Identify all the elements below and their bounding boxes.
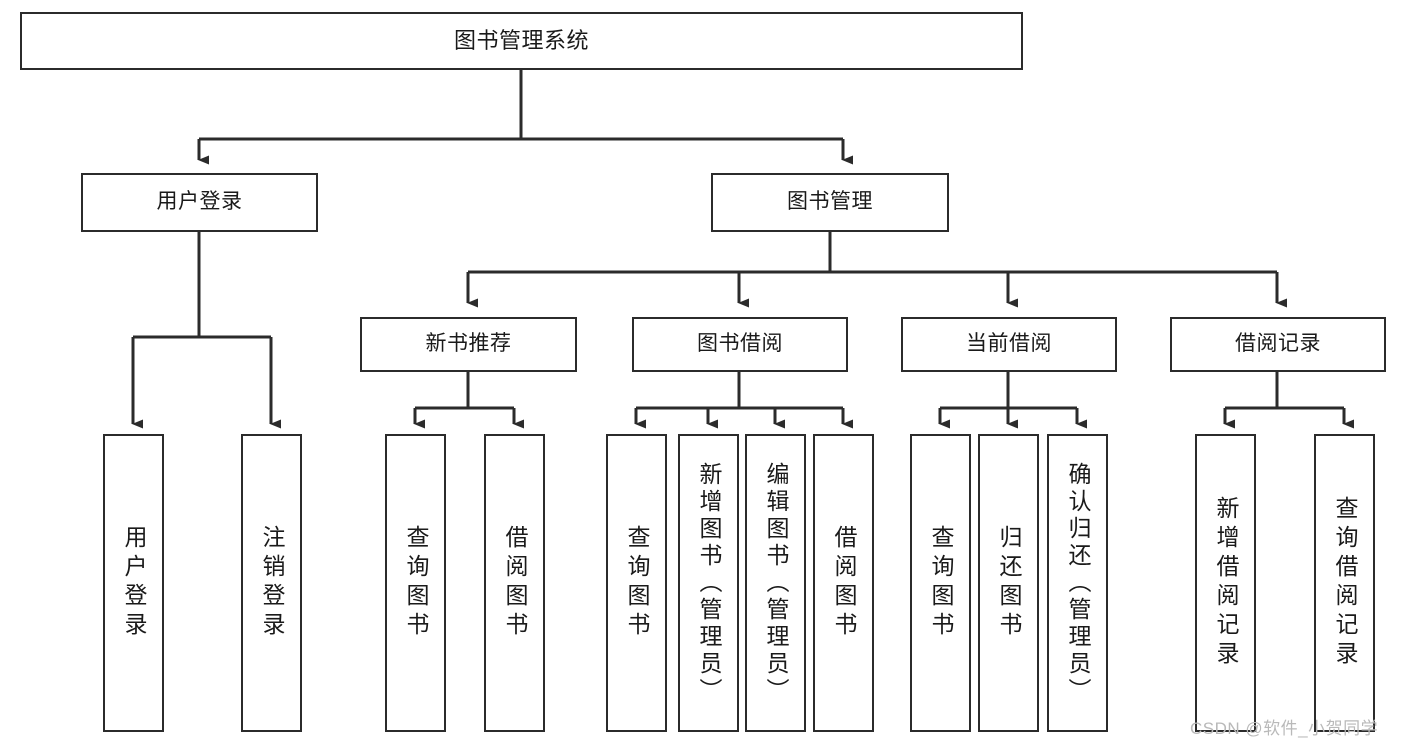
leaf-add-book-admin[interactable]: 新增图书（管理员） [678,434,739,732]
node-label: 查询图书 [928,525,954,641]
node-label: 新增借阅记录 [1213,496,1239,670]
node-new-book-recommendation[interactable]: 新书推荐 [360,317,577,372]
node-label: 新书推荐 [425,332,512,356]
node-borrowing-record[interactable]: 借阅记录 [1170,317,1386,372]
leaf-query-book-current[interactable]: 查询图书 [910,434,971,732]
node-label: 图书管理系统 [453,28,589,54]
node-label: 用户登录 [156,190,243,214]
node-label: 查询图书 [403,525,429,641]
node-label: 编辑图书（管理员） [763,461,789,705]
leaf-user-logout[interactable]: 注销登录 [241,434,302,732]
node-current-borrowing[interactable]: 当前借阅 [901,317,1117,372]
node-label: 借阅图书 [502,525,528,641]
node-label: 图书管理 [787,190,873,214]
node-book-borrowing[interactable]: 图书借阅 [632,317,848,372]
node-label: 查询借阅记录 [1332,496,1358,670]
leaf-borrow-book-borrowing[interactable]: 借阅图书 [813,434,874,732]
node-label: 新增图书（管理员） [696,461,722,705]
node-label: 用户登录 [121,525,147,641]
node-label: 确认归还（管理员） [1065,461,1091,705]
node-label: 图书借阅 [697,332,783,356]
leaf-query-borrowing-record[interactable]: 查询借阅记录 [1314,434,1375,732]
leaf-confirm-return-admin[interactable]: 确认归还（管理员） [1047,434,1108,732]
leaf-borrow-book-recommendation[interactable]: 借阅图书 [484,434,545,732]
leaf-add-borrowing-record[interactable]: 新增借阅记录 [1195,434,1256,732]
node-label: 查询图书 [624,525,650,641]
leaf-edit-book-admin[interactable]: 编辑图书（管理员） [745,434,806,732]
node-label: 借阅图书 [831,525,857,641]
node-user-login[interactable]: 用户登录 [81,173,318,232]
leaf-user-login[interactable]: 用户登录 [103,434,164,732]
node-label: 当前借阅 [966,332,1052,356]
watermark-text: CSDN @软件_小贺同学 [1190,719,1379,738]
node-label: 借阅记录 [1235,332,1321,356]
node-book-management[interactable]: 图书管理 [711,173,949,232]
node-root-book-management-system[interactable]: 图书管理系统 [20,12,1023,70]
leaf-return-book[interactable]: 归还图书 [978,434,1039,732]
leaf-query-book-borrowing[interactable]: 查询图书 [606,434,667,732]
node-label: 归还图书 [996,525,1022,641]
node-label: 注销登录 [259,525,285,641]
leaf-query-book-recommendation[interactable]: 查询图书 [385,434,446,732]
